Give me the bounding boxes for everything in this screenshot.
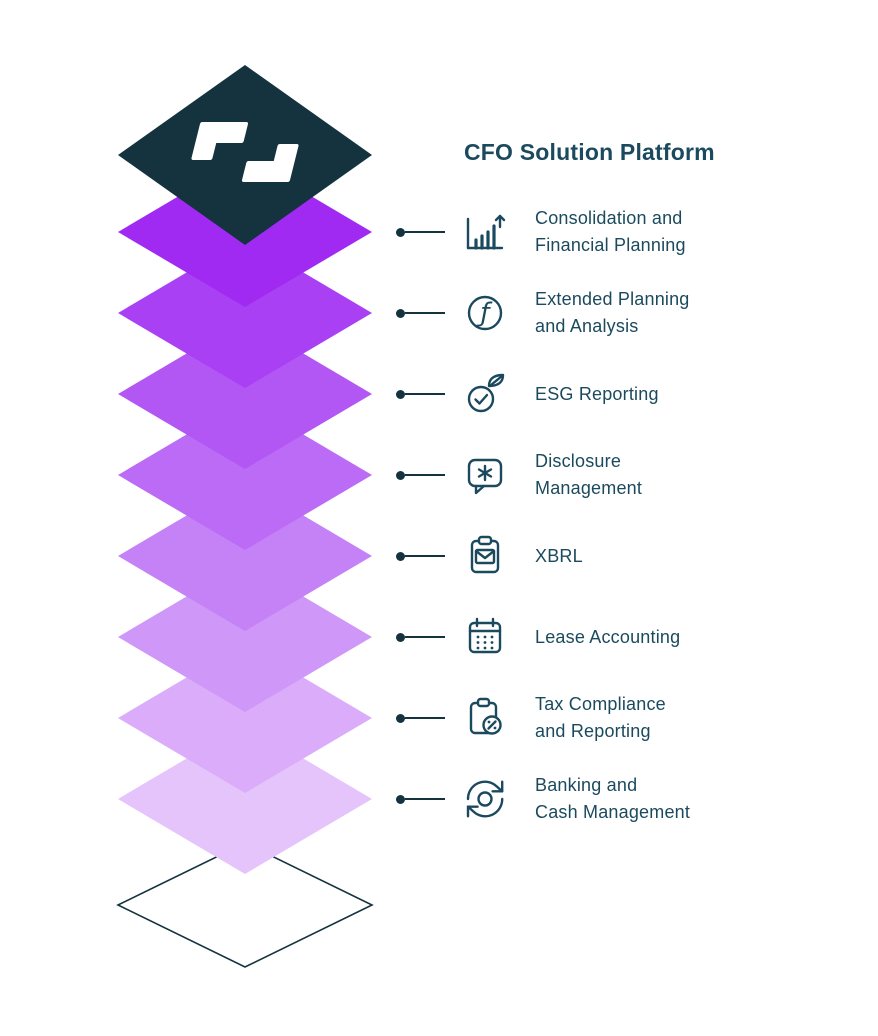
connector-line bbox=[405, 636, 445, 638]
svg-text:ƒ: ƒ bbox=[475, 298, 493, 328]
layer-diamond-8 bbox=[118, 724, 372, 874]
item-label: Extended Planning and Analysis bbox=[535, 286, 690, 340]
item-label: Banking and Cash Management bbox=[535, 772, 690, 826]
platform-item-consolidation: Consolidation and Financial Planning bbox=[396, 192, 686, 272]
item-label-line: ESG Reporting bbox=[535, 383, 659, 404]
item-label-line: and Analysis bbox=[535, 316, 639, 336]
item-label-line: Tax Compliance bbox=[535, 694, 666, 714]
base-outline-diamond bbox=[116, 842, 374, 968]
item-label-line: Cash Management bbox=[535, 802, 691, 822]
connector-dot bbox=[396, 794, 405, 804]
item-label: Consolidation and Financial Planning bbox=[535, 205, 686, 259]
item-label-line: XBRL bbox=[535, 545, 583, 566]
platform-item-tax-compliance: Tax Compliance and Reporting bbox=[396, 678, 666, 758]
platform-item-esg-reporting: ESG Reporting bbox=[396, 354, 659, 434]
connector-dot bbox=[396, 389, 405, 399]
item-label-line: Consolidation and bbox=[535, 208, 683, 228]
item-label: ESG Reporting bbox=[535, 381, 659, 408]
connector-line bbox=[405, 555, 445, 557]
item-label-line: and Reporting bbox=[535, 721, 651, 741]
connector-dot bbox=[396, 470, 405, 480]
connector-line bbox=[405, 231, 445, 233]
item-label-line: Financial Planning bbox=[535, 235, 686, 255]
disclosure-bubble-icon bbox=[462, 452, 508, 498]
item-label-line: Banking and bbox=[535, 775, 638, 795]
brand-tile bbox=[118, 65, 372, 245]
platform-item-disclosure: Disclosure Management bbox=[396, 435, 642, 515]
connector-dot bbox=[396, 551, 405, 561]
platform-item-xbrl: XBRL bbox=[396, 516, 583, 596]
page-title: CFO Solution Platform bbox=[464, 139, 715, 165]
platform-item-lease-accounting: Lease Accounting bbox=[396, 597, 680, 677]
item-label-line: Lease Accounting bbox=[535, 626, 681, 647]
calendar-icon bbox=[462, 614, 508, 660]
tax-clipboard-icon bbox=[462, 695, 508, 741]
item-label: Tax Compliance and Reporting bbox=[535, 691, 666, 745]
connector-line bbox=[405, 474, 445, 476]
layer-diamond-5 bbox=[118, 481, 372, 631]
layer-diamond-4 bbox=[118, 400, 372, 550]
connector-dot bbox=[396, 632, 405, 642]
platform-item-extended-planning: ƒ Extended Planning and Analysis bbox=[396, 273, 690, 353]
bar-chart-icon bbox=[462, 209, 508, 255]
brand-logo-icon bbox=[191, 122, 299, 182]
item-label-line: Management bbox=[535, 478, 643, 498]
esg-leaf-check-icon bbox=[462, 371, 508, 417]
layer-diamond-7 bbox=[118, 643, 372, 793]
connector-line bbox=[405, 798, 445, 800]
function-icon: ƒ bbox=[462, 290, 508, 336]
platform-item-banking: Banking and Cash Management bbox=[396, 759, 690, 839]
item-label: Lease Accounting bbox=[535, 624, 680, 651]
connector-line bbox=[405, 717, 445, 719]
item-label-line: Extended Planning bbox=[535, 289, 690, 309]
xbrl-clipboard-icon bbox=[462, 533, 508, 579]
connector-line bbox=[405, 312, 445, 314]
item-label-line: Disclosure bbox=[535, 451, 622, 471]
layer-diamond-2 bbox=[118, 238, 372, 388]
item-label: XBRL bbox=[535, 543, 583, 570]
layer-diamond-3 bbox=[118, 319, 372, 469]
layer-diamond-6 bbox=[118, 562, 372, 712]
connector-dot bbox=[396, 308, 405, 318]
cycle-icon bbox=[462, 776, 508, 822]
connector-dot bbox=[396, 713, 405, 723]
connector-dot bbox=[396, 227, 405, 237]
connector-line bbox=[405, 393, 445, 395]
item-label: Disclosure Management bbox=[535, 448, 642, 502]
